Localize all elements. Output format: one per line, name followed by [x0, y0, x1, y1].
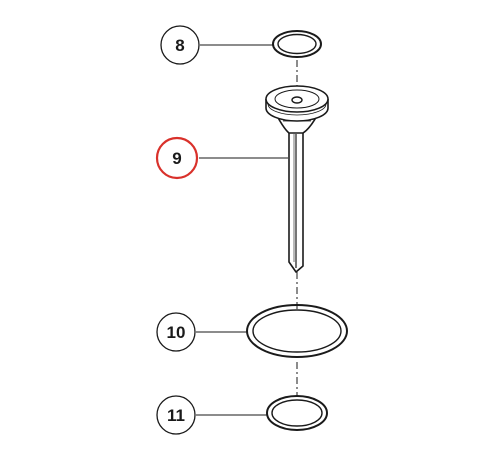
callout-10-label: 10: [167, 323, 186, 342]
callout-10[interactable]: 10: [156, 312, 196, 352]
part-10-o-ring[interactable]: [246, 304, 348, 358]
part-11-o-ring[interactable]: [266, 395, 328, 431]
callout-8-label: 8: [175, 36, 184, 55]
callout-9-circle: [155, 136, 199, 180]
part-9-valve[interactable]: [265, 85, 329, 273]
callout-8[interactable]: 8: [160, 25, 200, 65]
callout-11-circle: [156, 395, 196, 435]
callout-11-label: 11: [167, 406, 185, 425]
callout-11[interactable]: 11: [156, 395, 196, 435]
callout-8-circle: [160, 25, 200, 65]
callout-9[interactable]: 9: [155, 136, 199, 180]
callout-10-circle: [156, 312, 196, 352]
callout-9-label: 9: [172, 149, 181, 168]
part-8-o-ring[interactable]: [272, 30, 322, 58]
leader-lines: [196, 44, 288, 416]
